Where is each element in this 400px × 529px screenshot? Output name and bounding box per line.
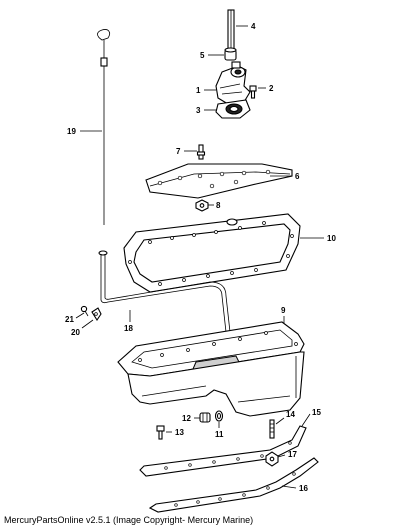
part-17-nut[interactable] bbox=[265, 451, 279, 467]
part-5-bushing[interactable] bbox=[224, 47, 237, 61]
leader-21 bbox=[75, 312, 85, 319]
part-13-bolt[interactable] bbox=[156, 425, 165, 440]
callout-18[interactable]: 18 bbox=[124, 324, 133, 333]
callout-4[interactable]: 4 bbox=[251, 22, 256, 31]
part-10-oil-pan-gasket[interactable] bbox=[123, 213, 301, 293]
callout-15[interactable]: 15 bbox=[312, 408, 321, 417]
callout-14[interactable]: 14 bbox=[286, 410, 295, 419]
part-19-dipstick[interactable] bbox=[97, 29, 110, 225]
part-2-pump-bolt[interactable] bbox=[249, 85, 257, 99]
callout-3[interactable]: 3 bbox=[196, 106, 201, 115]
part-21-screw[interactable] bbox=[80, 305, 89, 317]
part-11-plug-gasket[interactable] bbox=[214, 410, 224, 422]
leader-20 bbox=[81, 319, 94, 329]
part-20-clip[interactable] bbox=[91, 307, 102, 322]
callout-16[interactable]: 16 bbox=[299, 484, 308, 493]
part-12-drain-plug[interactable] bbox=[199, 412, 211, 423]
callout-12[interactable]: 12 bbox=[182, 414, 191, 423]
callout-11[interactable]: 11 bbox=[215, 430, 224, 439]
leader-17 bbox=[277, 454, 286, 458]
part-9-oil-pan[interactable] bbox=[117, 321, 305, 417]
callout-8[interactable]: 8 bbox=[216, 201, 221, 210]
callout-10[interactable]: 10 bbox=[327, 234, 336, 243]
part-8-nut[interactable] bbox=[195, 199, 209, 212]
leader-14 bbox=[275, 417, 285, 425]
callout-19[interactable]: 19 bbox=[67, 127, 76, 136]
callout-9[interactable]: 9 bbox=[281, 306, 286, 315]
callout-1[interactable]: 1 bbox=[196, 86, 201, 95]
part-15-side-seal[interactable] bbox=[139, 425, 307, 477]
callout-7[interactable]: 7 bbox=[176, 147, 181, 156]
callout-20[interactable]: 20 bbox=[71, 328, 80, 337]
callout-13[interactable]: 13 bbox=[175, 428, 184, 437]
part-1-oil-pump[interactable] bbox=[215, 61, 251, 105]
part-3-pickup-screen[interactable] bbox=[215, 99, 251, 119]
part-6-windage-tray[interactable] bbox=[145, 163, 293, 199]
callout-21[interactable]: 21 bbox=[65, 315, 74, 324]
callout-5[interactable]: 5 bbox=[200, 51, 205, 60]
part-18-dipstick-tube[interactable] bbox=[98, 250, 231, 333]
leader-16 bbox=[281, 485, 297, 489]
part-14-stud[interactable] bbox=[269, 419, 275, 439]
part-16-side-seal[interactable] bbox=[148, 457, 319, 513]
leader-15 bbox=[301, 413, 311, 427]
callout-6[interactable]: 6 bbox=[295, 172, 300, 181]
copyright-footer: MercuryPartsOnline v2.5.1 (Image Copyrig… bbox=[4, 515, 254, 525]
callout-2[interactable]: 2 bbox=[269, 84, 274, 93]
part-7-stud[interactable] bbox=[196, 144, 206, 160]
callout-17[interactable]: 17 bbox=[288, 450, 297, 459]
